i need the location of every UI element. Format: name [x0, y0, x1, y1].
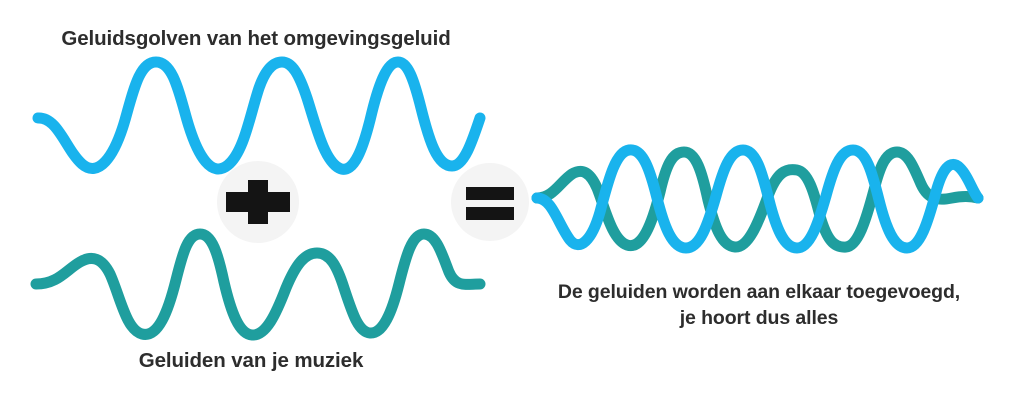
plus-icon [226, 180, 290, 224]
result-caption: De geluiden worden aan elkaar toegevoegd… [524, 279, 994, 332]
combined-ambient-wave-path [531, 144, 984, 254]
ambient-wave-path [32, 56, 486, 175]
equals-icon-bar-bottom [466, 207, 514, 220]
result-caption-line-2: je hoort dus alles [679, 307, 839, 330]
equals-circle-background [451, 163, 529, 241]
music-wave-label: Geluiden van je muziek [138, 349, 364, 372]
equals-icon-bar-top [466, 187, 514, 200]
result-caption-line-1: De geluiden worden aan elkaar toegevoegd… [557, 281, 961, 303]
music-wave-path [30, 228, 486, 341]
equals-operator [451, 163, 529, 241]
ambient-wave-label: Geluidsgolven van het omgevingsgeluid [61, 27, 451, 50]
plus-operator [217, 161, 299, 243]
